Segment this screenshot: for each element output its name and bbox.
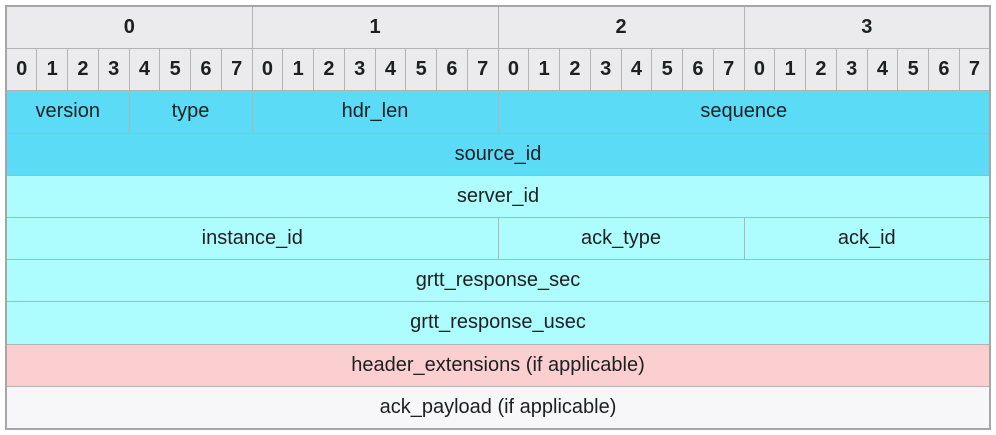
byte-offset-cell-2: 2 [497,5,745,50]
bit-offset-cell-byte0-bit2: 2 [67,48,99,92]
bit-offset-cell-byte0-bit5: 5 [159,48,191,92]
bit-offset-cell-byte0-bit4: 4 [128,48,161,92]
bit-offset-cell-byte3-bit3: 3 [835,48,868,92]
bit-offset-cell-byte3-bit2: 2 [805,48,837,92]
field-cell-ack-id: ack_id [743,216,991,261]
field-row: grtt_response_sec [5,259,991,303]
bit-offset-cell-byte3-bit6: 6 [928,48,960,92]
bit-offset-cell-byte2-bit7: 7 [712,48,745,92]
field-cell-ack-type: ack_type [497,216,745,261]
bit-offset-cell-byte2-bit2: 2 [559,48,591,92]
bit-offset-cell-byte3-bit7: 7 [958,48,991,92]
bit-offset-cell-byte1-bit6: 6 [436,48,468,92]
bit-offset-cell-byte1-bit3: 3 [343,48,376,92]
bit-offset-cell-byte3-bit4: 4 [866,48,899,92]
field-cell-source-id: source_id [5,132,991,176]
bit-offset-cell-byte0-bit1: 1 [36,48,68,92]
bit-offset-cell-byte1-bit7: 7 [466,48,499,92]
field-cell-grtt-response-usec: grtt_response_usec [5,301,991,345]
bit-offset-cell-byte1-bit0: 0 [251,48,284,92]
bit-offset-cell-byte0-bit6: 6 [190,48,222,92]
field-row: grtt_response_usec [5,301,991,345]
field-cell-server-id: server_id [5,174,991,218]
byte-offset-cell-1: 1 [251,5,499,50]
bit-offset-cell-byte2-bit1: 1 [528,48,560,92]
bit-offset-cell-byte2-bit3: 3 [589,48,622,92]
bit-offset-cell-byte0-bit0: 0 [5,48,38,92]
field-cell-type: type [128,90,253,134]
bit-offset-cell-byte0-bit7: 7 [220,48,253,92]
bit-offset-cell-byte0-bit3: 3 [97,48,130,92]
byte-offset-cell-0: 0 [5,5,253,50]
field-cell-grtt-response-sec: grtt_response_sec [5,259,991,303]
bit-offset-cell-byte1-bit5: 5 [405,48,437,92]
field-cell-hdr-len: hdr_len [251,90,499,134]
field-cell-version: version [5,90,130,134]
field-row: server_id [5,174,991,218]
bit-offset-cell-byte1-bit2: 2 [313,48,345,92]
field-row: source_id [5,132,991,176]
bit-offset-cell-byte1-bit1: 1 [282,48,314,92]
field-cell-ack-payload-if-applicable: ack_payload (if applicable) [5,385,991,430]
bit-offset-cell-byte3-bit5: 5 [897,48,929,92]
field-row: header_extensions (if applicable) [5,343,991,387]
bit-offset-cell-byte1-bit4: 4 [374,48,407,92]
field-cell-header-extensions-if-applicable: header_extensions (if applicable) [5,343,991,387]
bit-offset-cell-byte2-bit0: 0 [497,48,530,92]
bit-offset-cell-byte2-bit4: 4 [620,48,653,92]
bit-offset-cell-byte3-bit1: 1 [774,48,806,92]
field-cell-instance-id: instance_id [5,216,499,261]
byte-offset-cell-3: 3 [743,5,991,50]
bit-offset-cell-byte2-bit5: 5 [651,48,683,92]
field-cell-sequence: sequence [497,90,991,134]
bit-offset-cell-byte2-bit6: 6 [682,48,714,92]
bit-offset-cell-byte3-bit0: 0 [743,48,776,92]
field-row: ack_payload (if applicable) [5,385,991,430]
